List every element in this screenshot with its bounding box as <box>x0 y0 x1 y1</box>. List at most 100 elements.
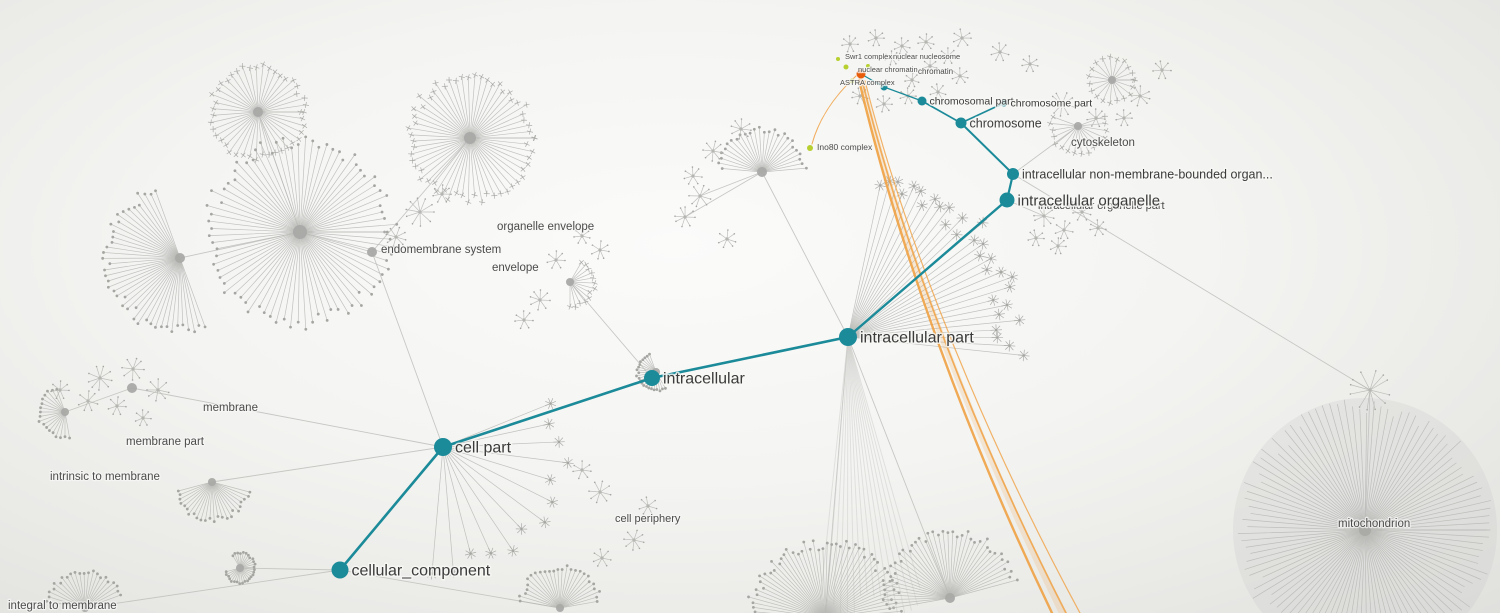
branch-hub-node[interactable] <box>1359 524 1371 536</box>
branch-hub-node[interactable] <box>175 253 185 263</box>
branch-hub-node[interactable] <box>1074 122 1082 130</box>
leaf-star-node[interactable] <box>1152 60 1172 80</box>
leaf-star-node[interactable] <box>990 42 1010 62</box>
leaf-star-node[interactable] <box>904 72 920 88</box>
term-label-endomembrane-system[interactable]: endomembrane system <box>380 243 503 258</box>
leaf-star-node[interactable] <box>674 206 696 228</box>
leaf-star-node[interactable] <box>573 227 591 244</box>
leaf-star-node[interactable] <box>588 480 612 504</box>
lime-node[interactable] <box>807 145 813 151</box>
branch-hub-node[interactable] <box>566 278 574 286</box>
leaf-star-node[interactable] <box>1349 370 1391 411</box>
branch-hub-node[interactable] <box>757 167 767 177</box>
leaf-star-node[interactable] <box>405 197 435 227</box>
leaf-star-node[interactable] <box>1049 92 1075 117</box>
term-label-chromatin[interactable]: chromatin <box>917 66 955 78</box>
graph-node-chromosome[interactable] <box>955 117 967 129</box>
node-label-chromosomal-part[interactable]: chromosomal part <box>928 94 1015 109</box>
leaf-star-node[interactable] <box>917 33 935 50</box>
term-label-cell-periphery[interactable]: cell periphery <box>614 512 682 527</box>
leaf-star-node[interactable] <box>592 548 612 567</box>
branch-hub-node[interactable] <box>127 383 137 393</box>
branch-hub-node[interactable] <box>81 604 89 612</box>
leaf-star-node[interactable] <box>546 250 566 269</box>
leaf-star-node[interactable] <box>951 67 969 85</box>
leaf-star-node[interactable] <box>893 37 911 55</box>
leaf-star-node[interactable] <box>841 35 859 53</box>
graph-node-chromosome-part[interactable] <box>1000 99 1008 107</box>
node-label-intracellular[interactable]: intracellular <box>662 369 747 389</box>
branch-hub-node[interactable] <box>945 593 955 603</box>
leaf-star-node[interactable] <box>77 390 99 412</box>
leaf-star-node[interactable] <box>867 29 885 47</box>
leaf-star-node[interactable] <box>683 166 703 185</box>
term-label-nuclear-nucleosome[interactable]: nuclear nucleosome <box>892 51 962 63</box>
term-label-cytoskeleton[interactable]: cytoskeleton <box>1070 136 1136 151</box>
leaf-star-node[interactable] <box>730 118 752 140</box>
graph-node-non-membrane-organelle[interactable] <box>1007 168 1019 180</box>
term-label-swr1-complex[interactable]: Swr1 complex <box>844 51 894 63</box>
leaf-star-node[interactable] <box>1089 219 1107 237</box>
branch-hub-node[interactable] <box>208 478 216 486</box>
branch-hub-node[interactable] <box>236 564 244 572</box>
term-label-nuclear-chromatin[interactable]: nuclear chromatin <box>857 64 919 76</box>
leaf-star-node[interactable] <box>922 58 938 74</box>
leaf-star-node[interactable] <box>1027 229 1045 247</box>
leaf-star-node[interactable] <box>1129 85 1151 107</box>
branch-hub-node[interactable] <box>61 408 69 416</box>
node-label-intracellular-organelle[interactable]: intracellular organelle <box>1016 191 1162 211</box>
graph-node-intracellular-organelle[interactable] <box>999 192 1015 208</box>
leaf-star-node[interactable] <box>688 184 712 208</box>
leaf-star-node[interactable] <box>1115 109 1133 127</box>
leaf-star-node[interactable] <box>939 47 957 64</box>
leaf-star-node[interactable] <box>1049 237 1067 255</box>
term-label-envelope[interactable]: envelope <box>491 261 540 276</box>
leaf-star-node[interactable] <box>1033 205 1055 227</box>
leaf-star-node[interactable] <box>638 496 658 515</box>
leaf-star-node[interactable] <box>529 289 551 311</box>
graph-node-nucleosome-node[interactable] <box>856 69 866 79</box>
node-label-cellular-component[interactable]: cellular_component <box>350 561 492 581</box>
branch-hub-node[interactable] <box>253 107 263 117</box>
leaf-star-node[interactable] <box>1086 108 1106 128</box>
lime-node[interactable] <box>849 78 855 84</box>
term-label-membrane-part[interactable]: membrane part <box>125 435 206 450</box>
term-label-integral-to-membrane[interactable]: integral to membrane <box>7 599 118 613</box>
term-label-mitochondrion[interactable]: mitochondrion <box>1337 517 1412 532</box>
term-label-organelle-envelope[interactable]: organelle envelope <box>496 220 596 235</box>
lime-node[interactable] <box>843 64 849 70</box>
graph-node-intracellular-part[interactable] <box>839 328 857 346</box>
lime-node[interactable] <box>866 64 870 68</box>
term-label-membrane[interactable]: membrane <box>202 401 259 416</box>
branch-hub-node[interactable] <box>556 604 564 612</box>
branch-hub-node[interactable] <box>464 132 476 144</box>
leaf-star-node[interactable] <box>146 378 170 402</box>
leaf-star-node[interactable] <box>572 460 592 480</box>
leaf-star-node[interactable] <box>929 83 947 101</box>
leaf-star-node[interactable] <box>1072 202 1092 221</box>
leaf-star-node[interactable] <box>121 357 145 381</box>
graph-node-chromosomal-part[interactable] <box>917 96 927 106</box>
leaf-star-node[interactable] <box>702 140 724 162</box>
leaf-star-node[interactable] <box>514 310 534 330</box>
term-label-ino80-complex[interactable]: Ino80 complex <box>816 141 875 154</box>
leaf-star-node[interactable] <box>1021 55 1039 73</box>
leaf-star-node[interactable] <box>884 50 900 66</box>
branch-hub-node[interactable] <box>293 225 307 239</box>
graph-node-chromatin-hub[interactable] <box>880 83 888 91</box>
leaf-star-node[interactable] <box>717 229 737 249</box>
branch-hub-node[interactable] <box>1108 76 1116 84</box>
leaf-star-node[interactable] <box>1054 220 1074 240</box>
node-label-cell-part[interactable]: cell part <box>454 438 514 458</box>
leaf-star-node[interactable] <box>50 380 70 400</box>
node-label-intracellular-part[interactable]: intracellular part <box>859 328 976 348</box>
leaf-star-node[interactable] <box>432 184 452 203</box>
leaf-star-node[interactable] <box>875 95 893 113</box>
branch-hub-node[interactable] <box>367 247 377 257</box>
leaf-star-node[interactable] <box>952 28 972 47</box>
lime-node[interactable] <box>836 57 840 61</box>
node-label-chromosome[interactable]: chromosome <box>968 115 1043 132</box>
leaf-star-node[interactable] <box>623 529 645 551</box>
leaf-star-node[interactable] <box>591 240 610 260</box>
